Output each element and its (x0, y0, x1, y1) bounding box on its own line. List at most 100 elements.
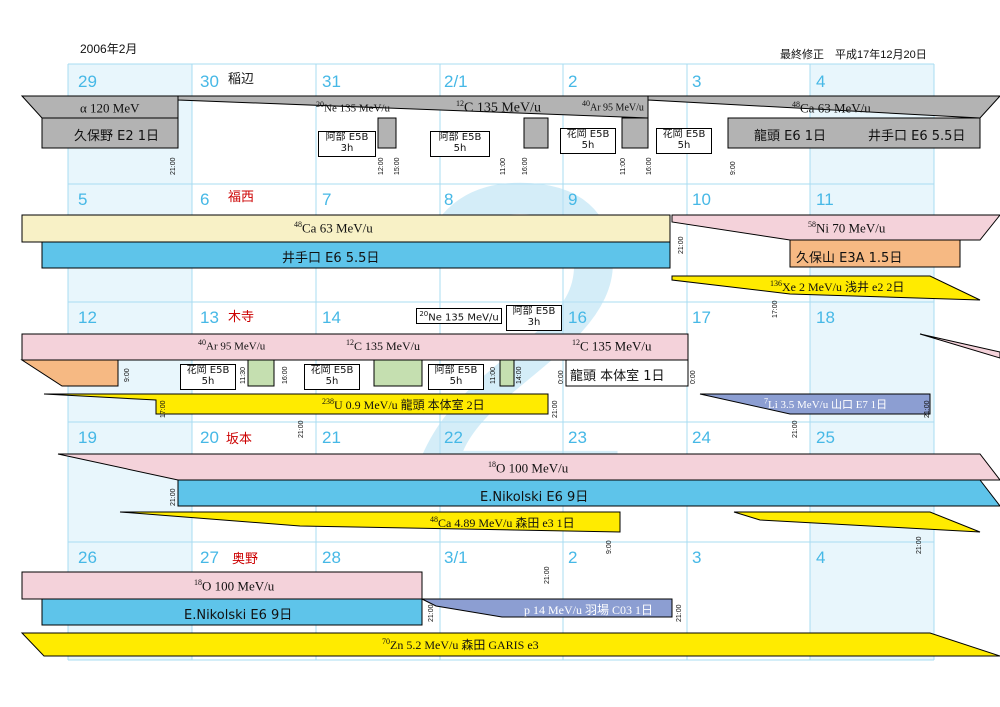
time-w1-3: 15:00 (394, 157, 401, 175)
time-w1-6: 11:00 (620, 158, 627, 175)
bar-w4-pink (57, 453, 1000, 481)
bar-w3-yellow (43, 393, 549, 415)
bar-w4-yellow-right (733, 511, 981, 533)
sponsor-w4: 坂本 (226, 432, 253, 447)
time-w4-3: 21:00 (916, 536, 923, 554)
time-w1-7: 16:00 (646, 157, 653, 175)
bar-w1-slot1 (377, 117, 397, 149)
time-w3-7: 0:00 (690, 370, 697, 384)
bar-w5-purple (421, 598, 673, 618)
beam-w2-ca: 48Ca 63 MeV/u (294, 220, 373, 236)
day-w3-4: 16 (568, 308, 587, 327)
day-w1-5: 3 (692, 72, 702, 91)
bar-w3-green3 (499, 359, 515, 387)
day-w3-2: 14 (322, 308, 341, 327)
time-w3-6: 0:00 (558, 370, 565, 384)
beam-w1-alpha: α 120 MeV (80, 100, 140, 116)
bar-w1-gray-mid (177, 95, 649, 119)
time-w3-4: 11:00 (490, 367, 497, 384)
bar-w1-slot2 (523, 117, 549, 149)
beam-w1-ar: 40Ar 95 MeV/u (582, 99, 644, 114)
exp-w1-ideguchi: 井手口 E6 5.5日 (868, 129, 966, 144)
beam-w1-ca: 48Ca 63 MeV/u (792, 100, 871, 116)
day-w2-5: 10 (692, 190, 711, 209)
page-title: 2006年2月 (80, 42, 138, 56)
beam-w4-o: 18O 100 MeV/u (488, 460, 569, 476)
bar-w4-yellow (119, 511, 621, 533)
bar-w3-green2 (373, 359, 423, 387)
exp-w1-ryuto: 龍頭 E6 1日 (754, 129, 827, 144)
bar-w3-green1 (247, 359, 275, 387)
beam-w2-xe: 136Xe 2 MeV/u 浅井 e2 2日 (770, 279, 905, 294)
time-w3-2: 11:30 (240, 367, 247, 384)
day-w1-0: 29 (78, 72, 97, 91)
beam-w3-c2: 12C 135 MeV/u (572, 338, 652, 354)
day-w5-4: 2 (568, 548, 578, 567)
bar-w5-blue (41, 598, 423, 626)
beam-w4-ca: 48Ca 4.89 MeV/u 森田 e3 1日 (430, 515, 575, 530)
beam-w1-ne: 20Ne 135 MeV/u (316, 100, 390, 115)
bar-w2-cream (21, 214, 671, 243)
bar-w5-pink (21, 571, 423, 600)
day-w5-6: 4 (816, 548, 826, 567)
time-w1-4: 11:00 (500, 158, 507, 175)
day-w1-6: 4 (816, 72, 826, 91)
day-w3-6: 18 (816, 308, 835, 327)
exp-w2-ideguchi: 井手口 E6 5.5日 (282, 251, 380, 266)
exp-w2-kubono: 久保山 E3A 1.5日 (796, 251, 903, 266)
time-w2-2: 17:00 (772, 300, 779, 318)
bar-w1-slot3 (621, 117, 649, 149)
day-w2-2: 7 (322, 190, 332, 209)
day-w4-6: 25 (816, 428, 835, 447)
sponsor-w2: 福西 (228, 190, 255, 205)
sponsor-w5: 奥野 (232, 552, 259, 567)
bar-w3-ryuto (565, 359, 689, 387)
beam-w3-ar: 40Ar 95 MeV/u (198, 338, 266, 353)
day-w1-1: 30 (200, 72, 219, 91)
time-w2-1: 21:00 (678, 236, 685, 254)
box-w3-ne: 20Ne 135 MeV/u (416, 308, 502, 324)
time-w3-5: 14:00 (516, 366, 523, 384)
time-w1-2: 12:00 (378, 157, 385, 175)
day-w1-4: 2 (568, 72, 578, 91)
time-w3-1: 9:00 (124, 368, 131, 382)
time-w3-10: 21:00 (552, 400, 559, 418)
beam-w3-li: 7Li 3.5 MeV/u 山口 E7 1日 (764, 396, 888, 411)
day-w4-3: 22 (444, 428, 463, 447)
day-w3-5: 17 (692, 308, 711, 327)
bar-w2-yellow (671, 275, 981, 301)
time-w3-3: 16:00 (282, 366, 289, 384)
day-w2-1: 6 (200, 190, 210, 209)
day-w5-2: 28 (322, 548, 341, 567)
day-w1-2: 31 (322, 72, 341, 91)
bar-w3-pink-right (919, 333, 1000, 359)
beam-w3-c: 12C 135 MeV/u (346, 338, 420, 353)
day-w2-3: 8 (444, 190, 454, 209)
grid-lines (67, 63, 935, 661)
time-w1-5: 16:00 (522, 157, 529, 175)
time-w4-2: 9:00 (606, 540, 613, 554)
day-w5-1: 27 (200, 548, 219, 567)
day-w4-1: 20 (200, 428, 219, 447)
bar-w3-orange (20, 359, 119, 387)
day-w5-0: 26 (78, 548, 97, 567)
day-w3-1: 13 (200, 308, 219, 327)
day-w2-6: 11 (816, 190, 834, 209)
beam-w5-p: p 14 MeV/u 羽場 C03 1日 (524, 603, 654, 617)
beam-w5-o: 18O 100 MeV/u (194, 578, 275, 594)
revision-date: 最終修正 平成17年12月20日 (780, 49, 927, 61)
bar-w1-gray-exp (41, 117, 179, 149)
bar-w1-gray-right-exp (727, 117, 981, 149)
beam-w3-u: 238U 0.9 MeV/u 龍頭 本体室 2日 (322, 397, 485, 412)
time-w1-1: 21:00 (170, 157, 177, 175)
time-w5-1: 21:00 (544, 566, 551, 584)
